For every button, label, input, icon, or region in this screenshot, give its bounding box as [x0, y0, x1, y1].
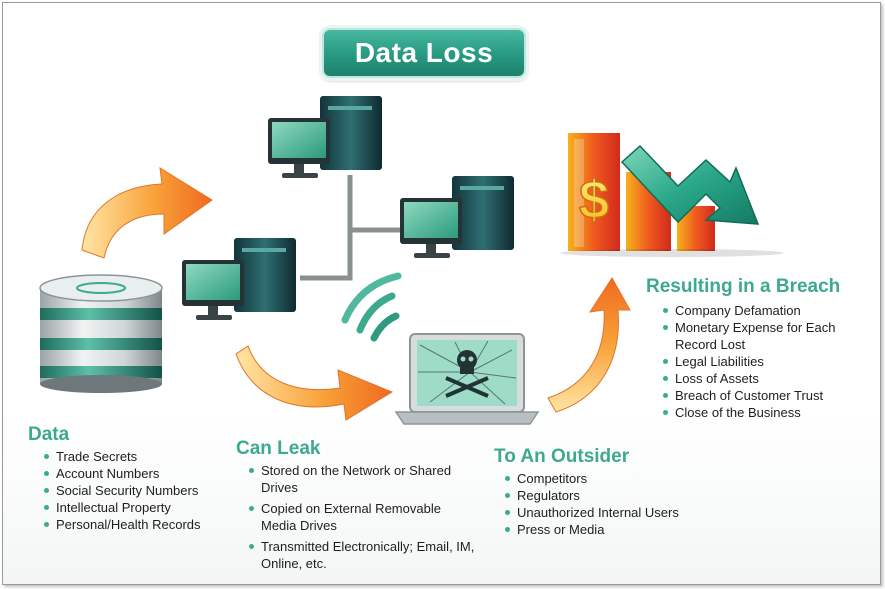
- wireless-signal-icon: [341, 272, 402, 342]
- list-item: Competitors: [503, 470, 723, 487]
- section-title-can-leak: Can Leak: [236, 438, 321, 459]
- list-item: Copied on External Removable Media Drive…: [247, 500, 475, 534]
- flow-arrow-icon: [81, 167, 213, 259]
- list-item: Monetary Expense for Each Record Lost: [661, 319, 861, 353]
- list-item: Press or Media: [503, 521, 723, 538]
- list-item: Transmitted Electronically; Email, IM, O…: [247, 538, 475, 572]
- computer-icon: [182, 238, 296, 320]
- list-item: Stored on the Network or Shared Drives: [247, 462, 475, 496]
- compromised-laptop-icon: [394, 333, 540, 425]
- list-item: Company Defamation: [661, 302, 861, 319]
- list-item: Trade Secrets: [42, 448, 232, 465]
- financial-loss-chart-icon: $: [560, 133, 784, 257]
- computer-icon: [268, 96, 382, 178]
- section-title-breach: Resulting in a Breach: [646, 276, 841, 297]
- section-title-outsider: To An Outsider: [494, 446, 630, 467]
- flow-arrow-icon: [547, 277, 631, 413]
- flow-arrow-icon: [235, 345, 394, 421]
- network-lines: [300, 175, 420, 281]
- outsider-list: Competitors Regulators Unauthorized Inte…: [503, 470, 723, 538]
- database-icon: [39, 274, 163, 393]
- list-item: Personal/Health Records: [42, 516, 232, 533]
- list-item: Breach of Customer Trust: [661, 387, 861, 404]
- page-title: Data Loss: [322, 28, 526, 78]
- list-item: Account Numbers: [42, 465, 232, 482]
- list-item: Intellectual Property: [42, 499, 232, 516]
- computer-icon: [400, 176, 514, 258]
- list-item: Social Security Numbers: [42, 482, 232, 499]
- data-list: Trade Secrets Account Numbers Social Sec…: [42, 448, 232, 533]
- list-item: Regulators: [503, 487, 723, 504]
- section-title-data: Data: [28, 424, 70, 445]
- list-item: Legal Liabilities: [661, 353, 861, 370]
- can-leak-list: Stored on the Network or Shared Drives C…: [247, 462, 475, 572]
- breach-list: Company Defamation Monetary Expense for …: [661, 302, 861, 421]
- list-item: Loss of Assets: [661, 370, 861, 387]
- list-item: Unauthorized Internal Users: [503, 504, 723, 521]
- list-item: Close of the Business: [661, 404, 861, 421]
- svg-text:$: $: [579, 170, 609, 230]
